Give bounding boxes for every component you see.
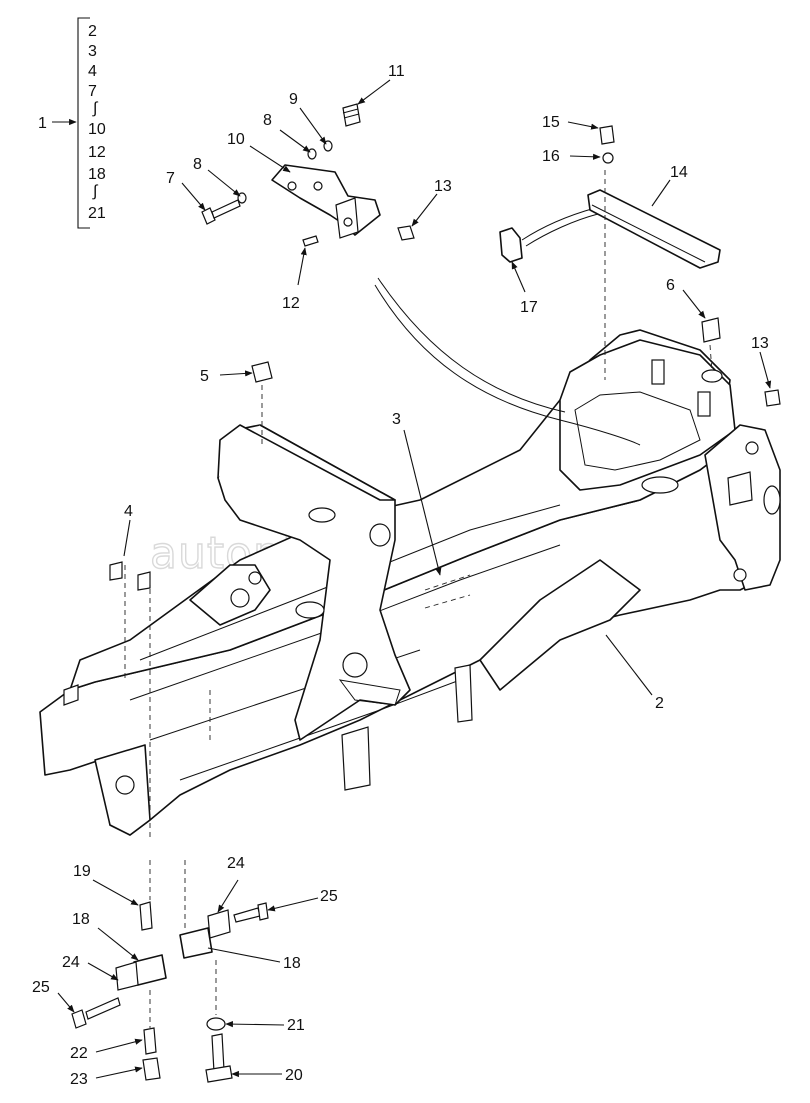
legend-item: 10 xyxy=(88,121,106,138)
callout-4: 4 xyxy=(124,503,133,520)
callout-16: 16 xyxy=(542,148,560,165)
callout-18a: 18 xyxy=(72,911,90,928)
callout-13b: 13 xyxy=(751,335,769,352)
legend-item: 21 xyxy=(88,205,106,222)
legend-item: 18 xyxy=(88,166,106,183)
assembly-lines xyxy=(124,170,713,1028)
callout-18b: 18 xyxy=(283,955,301,972)
main-frame-part xyxy=(39,207,781,836)
callout-24a: 24 xyxy=(62,954,80,971)
callout-3: 3 xyxy=(392,411,401,428)
callout-11: 11 xyxy=(388,63,405,80)
callout-14: 14 xyxy=(670,164,688,181)
callout-13a: 13 xyxy=(434,178,452,195)
callouts: 2 3 4 5 6 7 8 8 9 10 11 12 13 13 14 15 1… xyxy=(32,63,769,1088)
callout-10: 10 xyxy=(227,131,245,148)
leader-lines xyxy=(57,79,772,1079)
callout-9: 9 xyxy=(289,91,298,108)
legend-item: 7 xyxy=(88,83,97,100)
legend-group: 1 2 3 4 7 ∫ 10 12 18 ∫ 21 xyxy=(38,17,106,229)
callout-2: 2 xyxy=(655,695,664,712)
callout-21: 21 xyxy=(287,1017,305,1034)
callout-8a: 8 xyxy=(193,156,202,173)
callout-22: 22 xyxy=(70,1045,88,1062)
callout-25a: 25 xyxy=(32,979,50,996)
callout-20: 20 xyxy=(285,1067,303,1084)
legend-group-label: 1 xyxy=(38,115,47,132)
callout-7: 7 xyxy=(166,170,175,187)
legend-item: 3 xyxy=(88,43,97,60)
bracket-assembly-part xyxy=(201,103,415,247)
callout-19: 19 xyxy=(73,863,91,880)
callout-24b: 24 xyxy=(227,855,245,872)
right-parts xyxy=(251,125,781,407)
legend-item: 2 xyxy=(88,23,97,40)
legend-item: 4 xyxy=(88,63,97,80)
callout-6: 6 xyxy=(666,277,675,294)
callout-17: 17 xyxy=(520,299,538,316)
legend-item: 12 xyxy=(88,144,106,161)
callout-15: 15 xyxy=(542,114,560,131)
callout-5: 5 xyxy=(200,368,209,385)
callout-8b: 8 xyxy=(263,112,272,129)
legend-item: ∫ xyxy=(92,183,99,200)
lower-hardware xyxy=(71,901,269,1083)
legend-item: ∫ xyxy=(92,100,99,117)
callout-12: 12 xyxy=(282,295,300,312)
callout-25b: 25 xyxy=(320,888,338,905)
callout-23: 23 xyxy=(70,1071,88,1088)
